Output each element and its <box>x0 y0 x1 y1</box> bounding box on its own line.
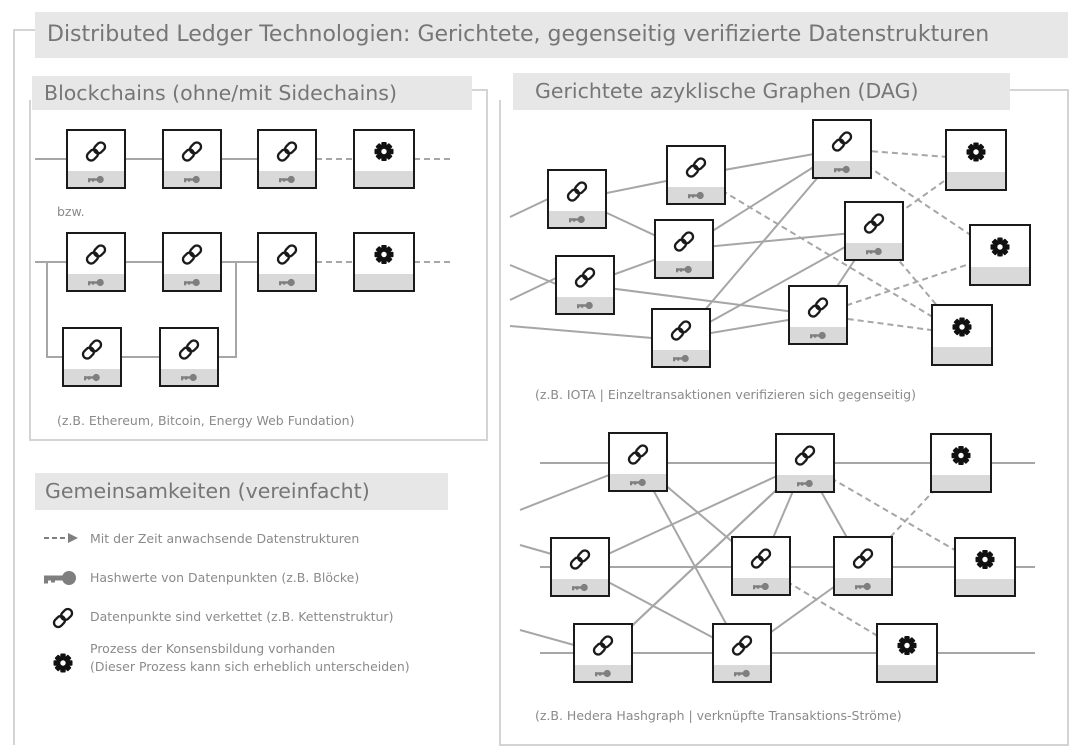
legend-consensus-line1: Prozess der Konsensbildung vorhanden <box>90 641 336 656</box>
connector <box>509 198 549 218</box>
data-block <box>844 201 904 261</box>
connector <box>680 230 875 339</box>
data-block <box>651 308 711 368</box>
consensus-block <box>353 129 415 189</box>
data-block <box>550 537 610 597</box>
data-block <box>731 536 791 596</box>
connector <box>637 461 743 654</box>
connector <box>519 544 556 556</box>
data-block <box>608 432 668 492</box>
connector <box>579 462 806 568</box>
chain-link-icon <box>51 606 75 630</box>
consensus-block <box>969 224 1031 286</box>
data-block <box>66 232 126 292</box>
data-block <box>573 623 633 683</box>
hedera-caption: (z.B. Hedera Hashgraph | verknüpfte Tran… <box>535 708 902 723</box>
legend-consensus-line2: (Dieser Prozess kann sich erheblich unte… <box>90 659 410 674</box>
data-block <box>775 433 835 493</box>
connector <box>602 462 806 654</box>
dashed-connector <box>695 174 962 335</box>
blockchain-frame <box>29 89 488 441</box>
data-block <box>62 327 122 387</box>
blockchain-caption: (z.B. Ethereum, Bitcoin, Energy Web Fund… <box>57 413 355 428</box>
connector <box>680 148 843 339</box>
data-block <box>159 327 219 387</box>
data-block <box>654 219 714 279</box>
dag-title: Gerichtete azyklische Graphen (DAG) <box>513 73 1010 110</box>
iota-caption: (z.B. IOTA | Einzeltransaktionen verifiz… <box>535 387 916 402</box>
data-block <box>555 255 615 315</box>
consensus-block <box>876 623 938 683</box>
connector <box>46 262 63 358</box>
legend-chain: Datenpunkte sind verkettet (z.B. Kettens… <box>90 609 394 624</box>
consensus-block <box>353 232 415 292</box>
gear-icon <box>952 317 972 337</box>
blockchains-title: Blockchains (ohne/mit Sidechains) <box>32 76 472 110</box>
data-block <box>812 119 872 179</box>
key-icon <box>44 571 76 585</box>
data-block <box>162 129 222 189</box>
connector <box>509 325 653 339</box>
gear-icon <box>951 446 971 465</box>
consensus-block <box>931 304 993 366</box>
data-block <box>666 145 726 205</box>
gear-icon <box>966 142 986 162</box>
dashed-arrow-icon <box>44 533 78 543</box>
connector <box>584 284 819 316</box>
data-block <box>712 623 772 683</box>
gear-icon <box>53 653 73 673</box>
page-title: Distributed Ledger Technologien: Gericht… <box>35 12 1068 58</box>
consensus-block <box>945 129 1007 191</box>
bzw-label: bzw. <box>57 204 85 219</box>
consensus-block <box>930 433 992 493</box>
connector <box>218 262 237 358</box>
consensus-block <box>954 537 1016 597</box>
common-title: Gemeinsamkeiten (vereinfacht) <box>35 473 448 510</box>
gear-icon <box>374 142 394 161</box>
data-block <box>257 232 317 292</box>
dashed-connector <box>817 253 1000 316</box>
legend-growth: Mit der Zeit anwachsende Datenstrukturen <box>90 531 360 546</box>
data-block <box>257 129 317 189</box>
legend-hash: Hashwerte von Datenpunkten (z.B. Blöcke) <box>90 570 360 585</box>
gear-icon <box>990 237 1010 257</box>
data-block <box>547 169 607 229</box>
data-block <box>66 129 126 189</box>
main-frame <box>13 29 35 745</box>
gear-icon <box>975 550 995 569</box>
data-block <box>788 285 848 345</box>
connector <box>509 277 557 301</box>
connector <box>683 230 875 250</box>
connector <box>519 629 575 646</box>
dag-frame <box>499 89 1069 746</box>
gear-icon <box>374 245 394 264</box>
connector <box>519 474 610 511</box>
gear-icon <box>897 636 917 655</box>
data-block <box>833 536 893 596</box>
data-block <box>162 232 222 292</box>
